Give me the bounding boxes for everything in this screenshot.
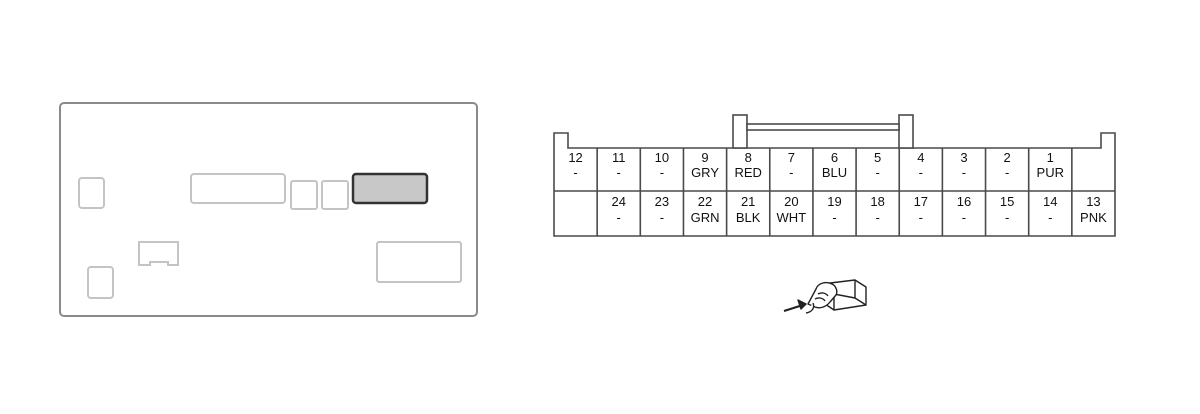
wire-color: - [660, 210, 664, 225]
panel-port-notched [138, 241, 179, 266]
wire-color: - [617, 210, 621, 225]
wire-color: - [832, 210, 836, 225]
latch-post-right [898, 114, 914, 149]
panel-port-square-1 [290, 180, 318, 210]
pin-number: 10 [655, 150, 669, 165]
pin-number: 19 [827, 194, 841, 209]
wire-color: PUR [1037, 165, 1064, 180]
highlighted-connector-location [351, 172, 429, 205]
wire-color: - [1005, 210, 1009, 225]
wire-color: - [919, 210, 923, 225]
panel-port-small-left [78, 177, 105, 209]
panel-port-wide [190, 173, 286, 204]
wire-color: - [875, 210, 879, 225]
pin-number: 21 [741, 194, 755, 209]
wire-color: - [617, 165, 621, 180]
pin-number: 24 [611, 194, 625, 209]
panel-port-small-bottom [87, 266, 114, 299]
wire-color: - [962, 210, 966, 225]
panel-port-square-2 [321, 180, 349, 210]
panel-outline [59, 102, 478, 317]
wire-color: - [660, 165, 664, 180]
wire-color: - [962, 165, 966, 180]
pin-number: 18 [870, 194, 884, 209]
pin-number: 2 [1003, 150, 1010, 165]
pin-number: 14 [1043, 194, 1057, 209]
pin-number: 16 [957, 194, 971, 209]
pin-number: 20 [784, 194, 798, 209]
connector-pinout [553, 114, 1116, 237]
wire-color: RED [734, 165, 761, 180]
wire-color: GRY [691, 165, 719, 180]
wire-color: - [789, 165, 793, 180]
wire-color: - [875, 165, 879, 180]
pin-number: 1 [1047, 150, 1054, 165]
pin-number: 15 [1000, 194, 1014, 209]
hand-pushing-connector-icon [783, 279, 867, 314]
latch-post-left [732, 114, 748, 149]
wire-color: GRN [691, 210, 720, 225]
wire-color: BLU [822, 165, 847, 180]
pin-number: 7 [788, 150, 795, 165]
wire-color: PNK [1080, 210, 1107, 225]
pin-number: 17 [914, 194, 928, 209]
pin-number: 13 [1086, 194, 1100, 209]
device-panel [59, 102, 478, 317]
latch-bar [746, 123, 900, 131]
pin-number: 8 [745, 150, 752, 165]
pin-labels: 12-11-10-9GRY8RED7-6BLU5-4-3-2-1PUR24-23… [568, 150, 1107, 225]
pin-number: 3 [960, 150, 967, 165]
pin-number: 12 [568, 150, 582, 165]
panel-port-rect-right [376, 241, 462, 283]
wire-color: - [1048, 210, 1052, 225]
pin-number: 4 [917, 150, 924, 165]
pin-number: 22 [698, 194, 712, 209]
pin-number: 23 [655, 194, 669, 209]
wire-color: - [919, 165, 923, 180]
wire-color: WHT [777, 210, 807, 225]
pin-number: 6 [831, 150, 838, 165]
connector-body [553, 132, 1116, 237]
pin-number: 5 [874, 150, 881, 165]
wire-color: BLK [736, 210, 761, 225]
wire-color: - [573, 165, 577, 180]
cell-dividers [596, 148, 1073, 236]
wire-color: - [1005, 165, 1009, 180]
pin-number: 11 [612, 150, 626, 165]
pin-number: 9 [701, 150, 708, 165]
